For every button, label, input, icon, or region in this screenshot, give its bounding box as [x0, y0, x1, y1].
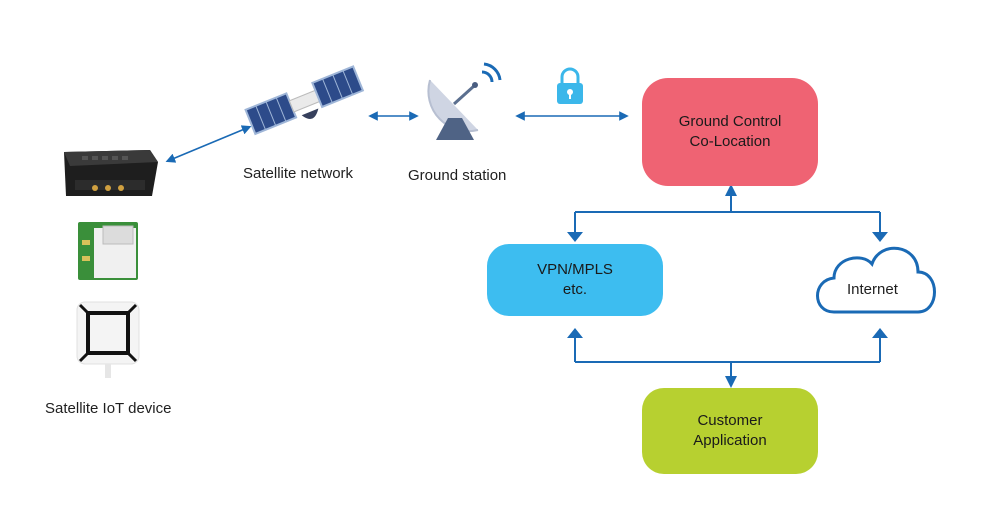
network-connectors [574, 184, 881, 388]
customer-application-box: Customer Application [642, 388, 818, 474]
iot-modem-icon [64, 150, 158, 196]
satellite-dish-icon [427, 62, 502, 140]
ground-station-label: Ground station [408, 167, 507, 184]
cloud-icon [816, 246, 936, 314]
iot-device-label: Satellite IoT device [45, 400, 172, 417]
iot-satellite-link [165, 125, 252, 163]
ground-control-box: Ground Control Co-Location [642, 78, 818, 186]
arrowheads [567, 232, 888, 338]
vpn-line-2: etc. [562, 281, 588, 298]
satellite-network-label: Satellite network [243, 165, 354, 182]
satellite-icon [244, 65, 365, 136]
customer-line-1: Customer [697, 412, 763, 429]
vpn-line-1: VPN/MPLS [537, 261, 613, 278]
iot-terminal-icon [76, 301, 140, 378]
lock-icon [557, 67, 583, 104]
vpn-box: VPN/MPLS etc. [487, 244, 663, 316]
ground-control-line-2: Co-Location [689, 133, 771, 150]
internet-label: Internet [847, 281, 898, 298]
circuit-board-icon [78, 222, 138, 280]
customer-line-2: Application [693, 432, 767, 449]
ground-control-line-1: Ground Control [678, 113, 782, 130]
